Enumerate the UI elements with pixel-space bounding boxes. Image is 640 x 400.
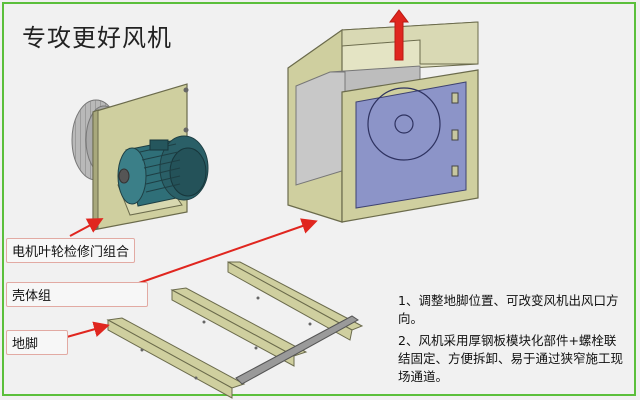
base-feet (106, 261, 364, 399)
motor (117, 135, 209, 207)
label-motor-impeller-door: 电机叶轮检修门组合 (6, 238, 136, 263)
note-1: 1、调整地脚位置、可改变风机出风口方向。 (398, 293, 619, 326)
housing-blue-panel (355, 81, 467, 209)
motor-callout-arrow (69, 218, 104, 237)
notes-block: 1、调整地脚位置、可改变风机出风口方向。 2、风机采用厚钢板模块化部件+螺栓联结… (398, 292, 626, 390)
housing-callout-arrow (135, 218, 318, 285)
fan-housing (287, 21, 479, 223)
label-feet: 地脚 (6, 330, 68, 355)
label-housing: 壳体组 (6, 282, 148, 307)
note-2: 2、风机采用厚钢板模块化部件+螺栓联结固定、方便拆卸、易于通过狭窄施工现场通道。 (398, 333, 624, 384)
outlet-direction-arrow (389, 9, 409, 61)
page-title: 专攻更好风机 (22, 24, 172, 52)
motor-impeller-door-assembly (71, 83, 209, 231)
